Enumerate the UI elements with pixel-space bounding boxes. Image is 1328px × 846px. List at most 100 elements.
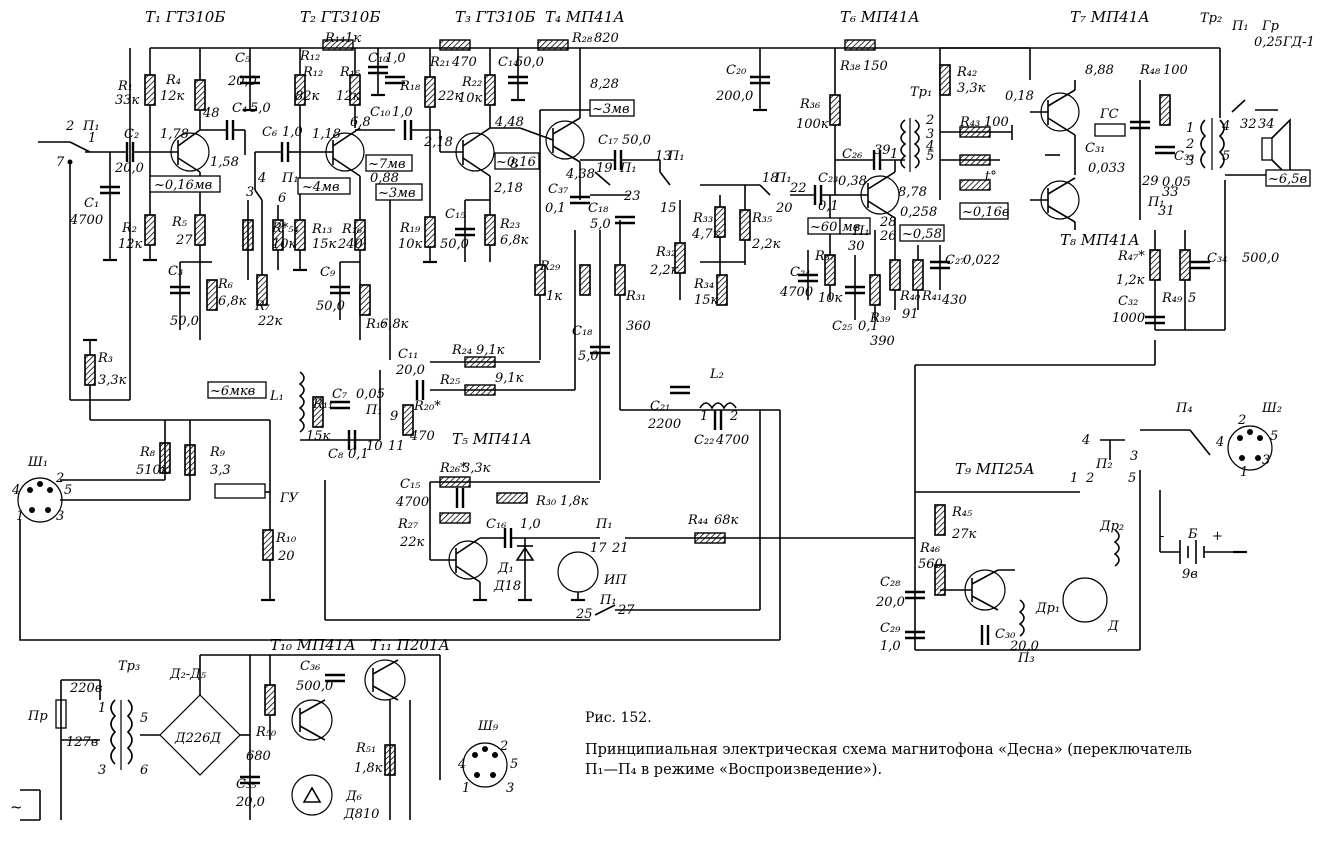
voltage-box-osc: ~6мкв [210, 384, 255, 399]
svg-text:33: 33 [1162, 185, 1179, 200]
c16-label: C₁₆ [486, 517, 506, 532]
switch-p1-input: 2 П₁ 1 7 [38, 119, 100, 400]
svg-text:21: 21 [611, 541, 629, 556]
r9-value: 3,3 [210, 463, 231, 478]
r14-label: R₁₄ [324, 31, 345, 46]
capacitor-c4 [225, 118, 235, 142]
r42-value: 3,3к [957, 81, 986, 96]
c9-value: 50,0 [316, 299, 345, 314]
r1-value: 33к [115, 93, 140, 108]
r10-label: R₁₀ [275, 531, 297, 546]
c1-value: 4700 [69, 213, 103, 228]
voltage-box-t2-out: ~7мв [368, 157, 406, 172]
r3-value: 3,3к [98, 373, 127, 388]
r12-label: R₁₂ [299, 49, 320, 64]
t2-dc-coll: 6,8 [350, 115, 371, 130]
c24-value: 4700 [779, 285, 813, 300]
svg-text:23: 23 [623, 189, 641, 204]
fuse-label: Пр [27, 709, 48, 724]
svg-text:20: 20 [775, 201, 793, 216]
svg-text:5: 5 [140, 711, 148, 726]
t6-dc-coll: 8,78 [898, 185, 927, 200]
caption-figure: Рис. 152. [585, 710, 652, 726]
svg-text:18: 18 [762, 171, 779, 186]
c29-label: C₂₉ [880, 621, 901, 636]
resistor-r28 [537, 39, 569, 51]
stage-output: T₇ МП41А 8,88 T₈ МП41А R₄₈ 100 C₃₃ 0,05 … [1030, 8, 1279, 331]
c29-value: 1,0 [880, 639, 901, 654]
c27-value: 0,022 [963, 253, 1000, 268]
resistor-r38 [844, 39, 876, 51]
r37-value: 10к [818, 291, 843, 306]
svg-text:П₁: П₁ [599, 593, 617, 608]
resistor-r45 [934, 504, 946, 536]
svg-text:3: 3 [506, 781, 514, 796]
r40-value: 91 [902, 307, 919, 322]
stage-t2: T₂ ГТ310Б R₁₂ 82к R₁₂ R₁₅ 12к [254, 8, 441, 340]
r46-value: 560 [918, 557, 943, 572]
r50-value: 680 [246, 749, 271, 764]
svg-text:8: 8 [510, 157, 518, 172]
svg-text:1: 1 [88, 131, 96, 146]
c7-value: 0,05 [356, 387, 385, 402]
r5-value: 27 [175, 233, 193, 248]
capacitor-c19 [613, 215, 637, 225]
svg-text:2: 2 [729, 409, 738, 424]
c25-label: C₂₅ [832, 319, 853, 334]
r35-label: R₃₅ [751, 211, 773, 226]
connector-sh2 [1227, 425, 1273, 471]
resistor-r23 [484, 214, 496, 246]
c4-label: C₄ [232, 101, 247, 116]
c14-label: C₁₄ [498, 55, 518, 70]
r29-label: R₂₉ [539, 259, 561, 274]
r15-label: R₁₅ [339, 65, 361, 80]
tr2-label: Tр₂ [1200, 11, 1222, 26]
d6-type: Д810 [343, 807, 379, 822]
r46-label: R₄₆ [919, 541, 940, 556]
svg-text:34: 34 [1258, 117, 1275, 132]
r20-label: R₂₀* [413, 399, 441, 414]
svg-text:+: + [1212, 529, 1223, 544]
c33-label: C₃₃ [1174, 149, 1194, 164]
oscillator-block: L₁ R₁₁ 15к C₇ 0,05 C₈ 0,1 П₁ 10 11 9 R₂₀… [207, 200, 576, 462]
resistor-r35 [739, 209, 751, 241]
svg-text:5: 5 [1128, 471, 1136, 486]
c6-label: C₆ [262, 125, 277, 140]
capacitor-c33 [1153, 145, 1177, 155]
t3-dc-base: 2,18 [423, 135, 453, 150]
voltage-box-t2: ~4мв [302, 180, 340, 195]
svg-text:29: 29 [1141, 174, 1159, 189]
r13-label: R₁₃ [311, 222, 332, 237]
r21-value: 470 [451, 55, 477, 70]
voltage-box-tr1: ~0,16в [962, 205, 1009, 220]
c23-label: C₂₃ [818, 171, 838, 186]
c15-label: C₁₅ [445, 207, 466, 222]
c35-value: 20,0 [235, 795, 265, 810]
r51-label: R₅₁ [355, 741, 376, 756]
r3-label: R₃ [97, 351, 113, 366]
r4-value: 12к [160, 89, 185, 104]
svg-text:1: 1 [700, 409, 708, 424]
voltage-box-speaker: ~6,5в [1268, 172, 1307, 187]
t3-dc-coll: 4,48 [494, 115, 524, 130]
d1-label: Д₁ [497, 561, 514, 576]
t-sym: t° [985, 169, 997, 184]
svg-text:3: 3 [1262, 453, 1270, 468]
svg-text:1: 1 [890, 147, 898, 162]
transistor-t10 [291, 699, 333, 741]
svg-text:1: 1 [1186, 121, 1194, 136]
r7-value: 22к [257, 314, 283, 329]
r42-label: R₄₂ [956, 65, 977, 80]
r40-label: R₄₀ [899, 289, 921, 304]
c22-label: C₂₂ [694, 433, 714, 448]
c5-label: C₅ [235, 51, 251, 66]
c15b-value: 4700 [395, 495, 429, 510]
r41-label: R₄₁ [921, 289, 942, 304]
connector-sh9 [462, 742, 508, 788]
c15-value: 50,0 [440, 237, 469, 252]
svg-text:П₁: П₁ [774, 171, 792, 186]
c18-value: 5,0 [578, 349, 599, 364]
svg-text:10к: 10к [272, 237, 297, 252]
r20-value: 470 [409, 429, 435, 444]
